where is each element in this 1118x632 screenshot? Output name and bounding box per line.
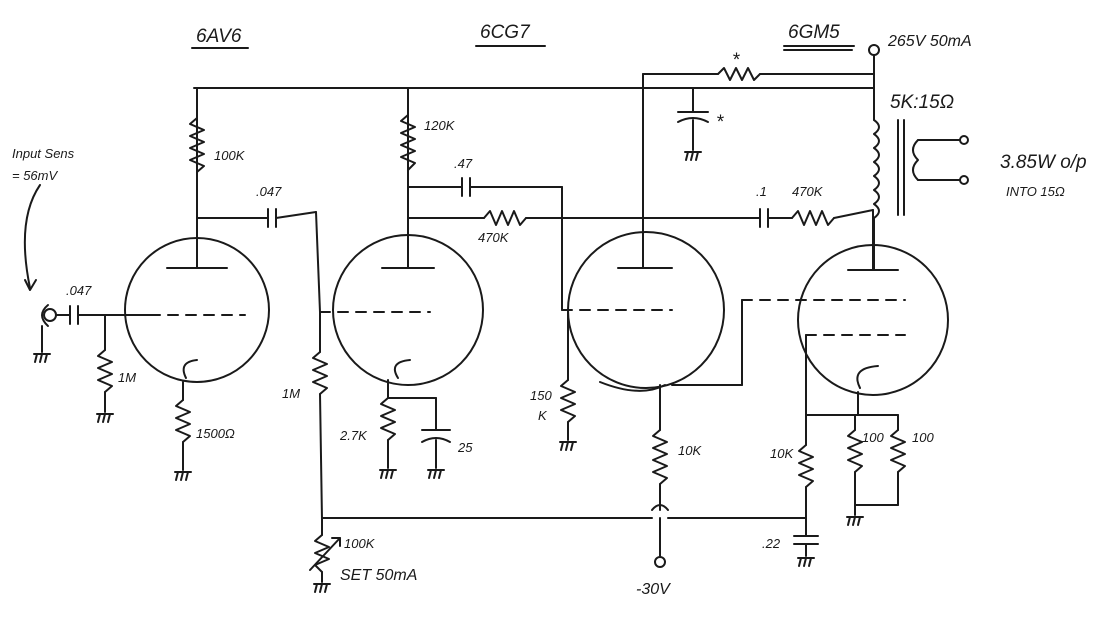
label-r-1m-grid: 1M	[282, 386, 300, 401]
capacitor-47	[407, 177, 563, 219]
label-c-25: 25	[457, 440, 473, 455]
capacitor-047-input	[69, 305, 151, 325]
label-6av6: 6AV6	[196, 26, 242, 47]
label-c-22: .22	[762, 536, 781, 551]
label-r-1m-in: 1M	[118, 370, 136, 385]
label-6gm5: 6GM5	[788, 22, 840, 43]
input-jack[interactable]	[23, 184, 71, 363]
tube-6gm5	[741, 209, 949, 396]
label-supply: 265V 50mA	[887, 33, 972, 50]
resistor-150k	[559, 309, 577, 451]
label-c-047-coupling: .047	[256, 184, 282, 199]
label-r-150k-b: K	[538, 408, 548, 423]
label-r-120k: 120K	[424, 118, 456, 133]
supply-rail	[193, 44, 880, 121]
resistor-1m-grid-leak	[96, 314, 114, 423]
pot-100k-set[interactable]	[309, 534, 341, 593]
label-neg-30v: -30V	[636, 581, 671, 598]
label-r-1500: 1500Ω	[196, 426, 235, 441]
label-r-150k-a: 150	[530, 388, 552, 403]
label-pot-100k: 100K	[344, 536, 376, 551]
label-star-capacitor: *	[716, 112, 724, 133]
bias-line	[321, 517, 807, 536]
resistor-120k	[400, 114, 416, 171]
output-transformer	[873, 119, 969, 271]
label-r-27k: 2.7K	[339, 428, 368, 443]
label-c-47: .47	[454, 156, 473, 171]
coupling-to-6gm5	[639, 208, 874, 386]
label-set-50ma: SET 50mA	[340, 567, 417, 584]
label-c-047-input: .047	[66, 283, 92, 298]
label-c-01: .1	[756, 184, 767, 199]
label-r-470k-right: 470K	[792, 184, 824, 199]
tube-6cg7-b	[561, 87, 725, 392]
label-r-10k-cathode: 10K	[678, 443, 702, 458]
resistor-10k-cathode	[651, 384, 669, 568]
resistor-1m-grid2	[312, 311, 328, 521]
tube-6cg7-a	[319, 87, 484, 386]
label-output-load: INTO 15Ω	[1006, 184, 1065, 199]
label-r-100-a: 100	[862, 430, 884, 445]
label-star-resistor: *	[732, 50, 740, 71]
label-input-sens-value: = 56mV	[12, 168, 58, 183]
label-6cg7: 6CG7	[480, 22, 531, 43]
label-input-sens: Input Sens	[12, 146, 75, 161]
label-transformer: 5K:15Ω	[890, 92, 954, 113]
resistor-1500-cathode	[174, 381, 192, 481]
label-r-470k-mid: 470K	[478, 230, 510, 245]
bias-network-output	[793, 334, 906, 567]
label-r-100k: 100K	[214, 148, 246, 163]
capacitor-047-coupling	[196, 208, 321, 313]
resistor-100k-plate	[189, 117, 205, 173]
resistor-470k-mid	[407, 210, 641, 311]
star-capacitor	[677, 87, 709, 161]
cathode-network-2	[379, 379, 451, 479]
label-r-10k-bias: 10K	[770, 446, 794, 461]
label-output-power: 3.85W o/p	[1000, 152, 1087, 173]
label-r-100-b: 100	[912, 430, 934, 445]
